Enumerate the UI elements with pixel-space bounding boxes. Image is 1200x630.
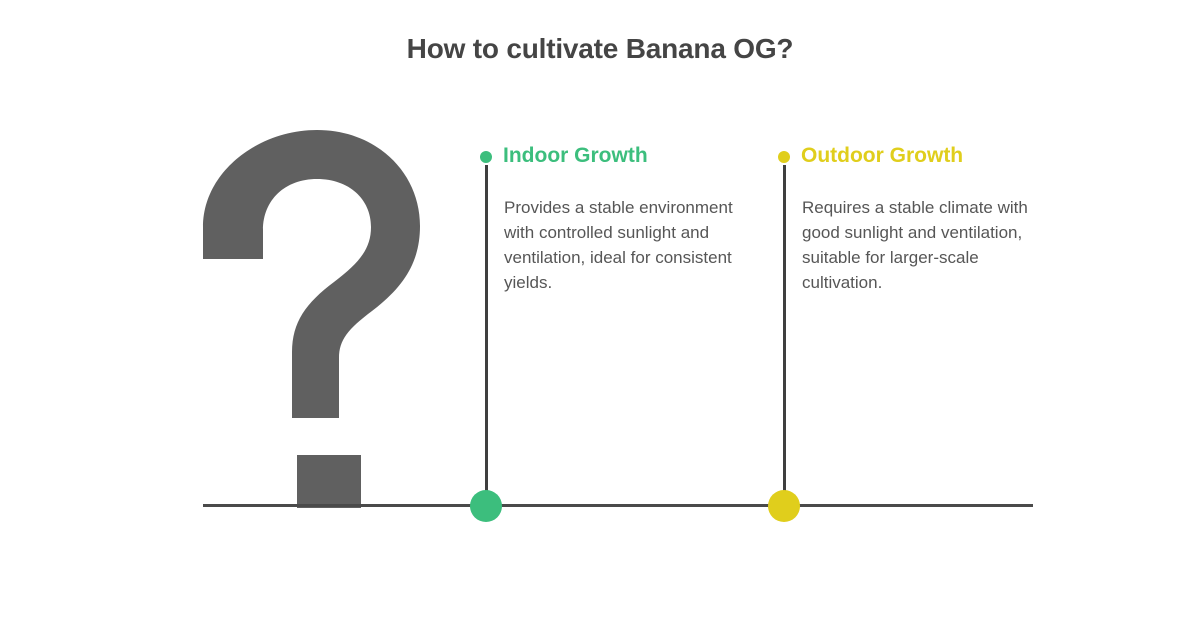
timeline-column-outdoor: Outdoor Growth Requires a stable climate… <box>768 0 1104 630</box>
indoor-marker-dot-large <box>470 490 502 522</box>
question-mark-icon <box>196 96 432 520</box>
indoor-marker-dot-small <box>480 151 492 163</box>
timeline-column-indoor: Indoor Growth Provides a stable environm… <box>470 0 806 630</box>
indoor-heading: Indoor Growth <box>503 144 648 167</box>
page-title: How to cultivate Banana OG? <box>406 33 794 64</box>
outdoor-marker-dot-small <box>778 151 790 163</box>
outdoor-marker-dot-large <box>768 490 800 522</box>
timeline-baseline <box>203 504 1033 507</box>
outdoor-heading: Outdoor Growth <box>801 144 964 167</box>
outdoor-description: Requires a stable climate with good sunl… <box>802 198 1028 292</box>
outdoor-connector-line <box>783 165 786 506</box>
indoor-connector-line <box>485 165 488 506</box>
indoor-description: Provides a stable environment with contr… <box>504 198 733 292</box>
